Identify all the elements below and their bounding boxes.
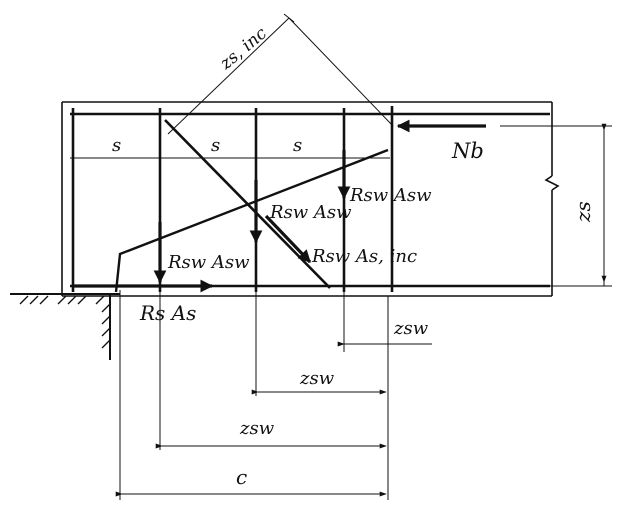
label-s-1: s: [112, 135, 121, 156]
beam-outline: [61, 101, 560, 297]
label-s-3: s: [293, 135, 302, 156]
labels: zs, inc s s s Nb zs Rsw Asw Rsw Asw Rsw …: [112, 23, 595, 489]
force-Rsw-As-inc: [264, 214, 312, 264]
label-Rs-As: Rs As: [139, 301, 196, 325]
label-zsw-1: zsw: [393, 318, 429, 339]
inclined-crack: [114, 148, 389, 293]
label-zsw-2: zsw: [299, 368, 335, 389]
label-Nb: Nb: [451, 139, 484, 163]
label-zs: zs: [571, 201, 595, 223]
label-Rsw-Asw-left: Rsw Asw: [167, 252, 250, 273]
label-Rsw-Asw-mid: Rsw Asw: [269, 202, 352, 223]
support: [10, 293, 120, 360]
support-hatching: [19, 295, 111, 349]
zs-inc-construction: [167, 13, 394, 135]
label-s-2: s: [211, 135, 220, 156]
dimension-arrows: [115, 123, 607, 497]
label-Rsw-Asw-right: Rsw Asw: [349, 185, 432, 206]
force-arrows: [74, 119, 486, 293]
label-Rsw-As-inc: Rsw As, inc: [311, 246, 417, 267]
label-zsw-3: zsw: [239, 418, 275, 439]
label-zs-inc: zs, inc: [216, 23, 272, 74]
label-c: c: [236, 465, 247, 489]
